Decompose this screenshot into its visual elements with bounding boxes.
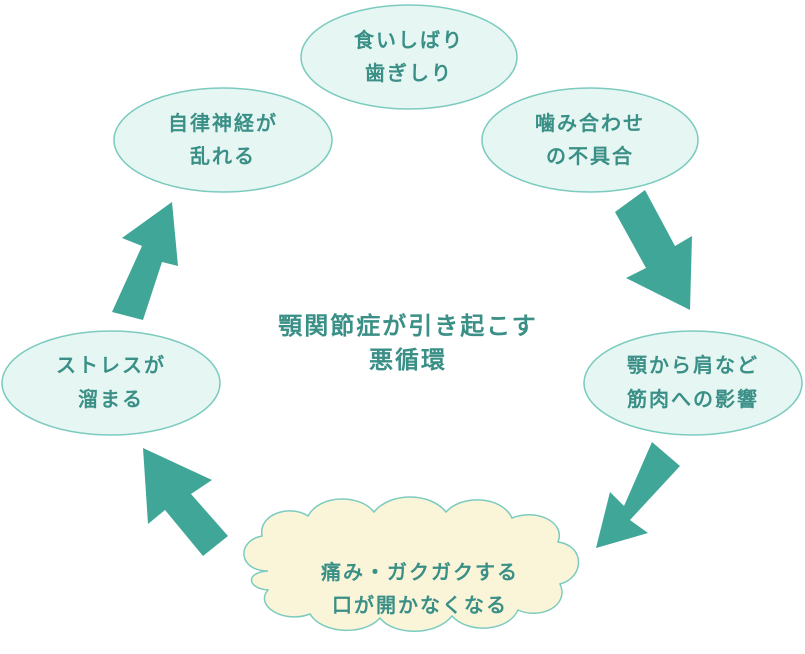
node-pain-line2: 口が開かなくなる bbox=[332, 593, 508, 617]
node-autonomic-shape bbox=[113, 87, 333, 193]
node-jaw-shoulder-line1: 顎から肩など bbox=[627, 353, 759, 377]
node-jaw-shoulder-shape bbox=[583, 330, 803, 436]
center-title-line1: 顎関節症が引き起こす bbox=[278, 312, 538, 340]
node-bite-shape bbox=[481, 87, 699, 193]
node-clenching-shape bbox=[300, 4, 518, 110]
node-stress-line2: 溜まる bbox=[78, 387, 144, 411]
node-bite-line1: 噛み合わせ bbox=[535, 111, 645, 135]
node-stress: ストレスが 溜まる bbox=[1, 330, 221, 436]
node-pain-line1: 痛み・ガクガクする bbox=[321, 560, 519, 584]
node-autonomic-line1: 自律神経が bbox=[168, 111, 278, 135]
node-jaw-shoulder: 顎から肩など 筋肉への影響 bbox=[583, 330, 803, 436]
node-pain-cloud-shape bbox=[243, 496, 580, 632]
center-title: 顎関節症が引き起こす 悪循環 bbox=[278, 312, 538, 374]
node-bite-line2: の不具合 bbox=[546, 144, 634, 168]
node-bite: 噛み合わせ の不具合 bbox=[481, 87, 699, 193]
arrow-jaw-to-pain-icon bbox=[596, 442, 680, 548]
arrow-stress-to-autonomic-icon bbox=[112, 202, 178, 320]
node-pain: 痛み・ガクガクする 口が開かなくなる bbox=[243, 496, 580, 632]
node-stress-shape bbox=[1, 330, 221, 436]
node-clenching-line2: 歯ぎしり bbox=[365, 61, 453, 85]
center-title-line2: 悪循環 bbox=[369, 346, 447, 374]
node-autonomic-line2: 乱れる bbox=[190, 144, 256, 168]
arrow-bite-to-jaw-icon bbox=[615, 190, 692, 310]
node-jaw-shoulder-line2: 筋肉への影響 bbox=[627, 387, 759, 411]
node-autonomic: 自律神経が 乱れる bbox=[113, 87, 333, 193]
node-clenching-line1: 食いしばり bbox=[354, 28, 464, 52]
node-clenching: 食いしばり 歯ぎしり bbox=[300, 4, 518, 110]
arrow-pain-to-stress-icon bbox=[143, 448, 228, 556]
node-stress-line1: ストレスが bbox=[56, 353, 166, 377]
